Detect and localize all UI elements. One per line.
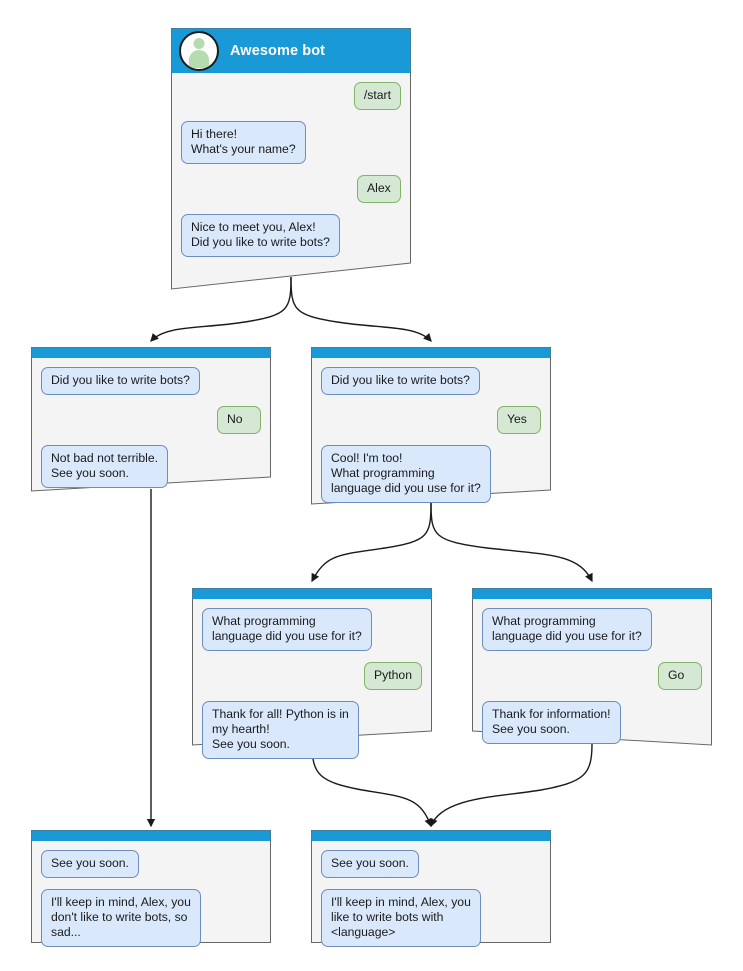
- message-row: Did you like to write bots?: [321, 367, 541, 395]
- bot-message-bubble: See you soon.: [41, 850, 139, 878]
- bot-message-bubble: What programming language did you use fo…: [202, 608, 372, 651]
- message-row: What programming language did you use fo…: [482, 608, 702, 651]
- bot-message-bubble: Hi there! What's your name?: [181, 121, 306, 164]
- message-row: I'll keep in mind, Alex, you don't like …: [41, 889, 261, 947]
- bot-message-bubble: I'll keep in mind, Alex, you don't like …: [41, 889, 201, 947]
- edge-yes-to-go: [430, 502, 593, 583]
- user-message-bubble[interactable]: No: [217, 406, 261, 434]
- edge-go-to-end-happy: [429, 743, 593, 828]
- message-row: Cool! I'm too! What programming language…: [321, 445, 541, 503]
- message-row: Python: [202, 662, 422, 690]
- node-answer-no[interactable]: Did you like to write bots? No Not bad n…: [31, 347, 271, 492]
- chat-transcript-language-go: What programming language did you use fo…: [472, 599, 712, 754]
- message-row: Go: [482, 662, 702, 690]
- bot-message-bubble: Not bad not terrible. See you soon.: [41, 445, 169, 488]
- bot-message-bubble: See you soon.: [321, 850, 419, 878]
- message-row: No: [41, 406, 261, 434]
- edge-yes-to-python: [311, 502, 432, 583]
- bot-message-bubble: Did you like to write bots?: [41, 367, 200, 395]
- chat-transcript-end-happy: See you soon. I'll keep in mind, Alex, y…: [311, 841, 551, 957]
- user-message-bubble[interactable]: /start: [353, 82, 401, 110]
- message-row: Hi there! What's your name?: [181, 121, 401, 164]
- message-row: Thank for all! Python is in my hearth! S…: [202, 701, 422, 759]
- bot-message-bubble: I'll keep in mind, Alex, you like to wri…: [321, 889, 481, 947]
- bot-message-bubble: Thank for all! Python is in my hearth! S…: [202, 701, 359, 759]
- chat-transcript-end-sad: See you soon. I'll keep in mind, Alex, y…: [31, 841, 271, 957]
- bot-message-bubble: Thank for information! See you soon.: [482, 701, 621, 744]
- message-row: I'll keep in mind, Alex, you like to wri…: [321, 889, 541, 947]
- person-avatar-icon: [179, 30, 219, 71]
- node-header-bar: [192, 588, 432, 599]
- message-row: See you soon.: [321, 850, 541, 878]
- user-message-bubble[interactable]: Yes: [497, 406, 541, 434]
- node-header-bar: [472, 588, 712, 599]
- chat-transcript-start: /start Hi there! What's your name? Alex …: [171, 73, 411, 267]
- node-language-go[interactable]: What programming language did you use fo…: [472, 588, 712, 746]
- user-message-bubble[interactable]: Python: [364, 662, 422, 690]
- node-end-happy[interactable]: See you soon. I'll keep in mind, Alex, y…: [311, 830, 551, 947]
- bot-message-bubble: Did you like to write bots?: [321, 367, 480, 395]
- message-row: Nice to meet you, Alex! Did you like to …: [181, 214, 401, 257]
- node-header-bar: [31, 830, 271, 841]
- node-header-bar: [311, 347, 551, 358]
- bot-header: Awesome bot: [171, 28, 411, 73]
- message-row: Yes: [321, 406, 541, 434]
- node-answer-yes[interactable]: Did you like to write bots? Yes Cool! I'…: [311, 347, 551, 505]
- message-row: Alex: [181, 175, 401, 203]
- message-row: Did you like to write bots?: [41, 367, 261, 395]
- chat-transcript-language-python: What programming language did you use fo…: [192, 599, 432, 769]
- message-row: See you soon.: [41, 850, 261, 878]
- node-language-python[interactable]: What programming language did you use fo…: [192, 588, 432, 759]
- user-message-bubble[interactable]: Go: [658, 662, 702, 690]
- bot-message-bubble: Cool! I'm too! What programming language…: [321, 445, 491, 503]
- node-header-bar: [31, 347, 271, 358]
- message-row: Not bad not terrible. See you soon.: [41, 445, 261, 488]
- bot-message-bubble: Nice to meet you, Alex! Did you like to …: [181, 214, 340, 257]
- bot-name-label: Awesome bot: [230, 42, 326, 59]
- node-start[interactable]: Awesome bot /start Hi there! What's your…: [171, 28, 411, 290]
- chat-transcript-answer-no: Did you like to write bots? No Not bad n…: [31, 358, 271, 498]
- message-row: Thank for information! See you soon.: [482, 701, 702, 744]
- chat-transcript-answer-yes: Did you like to write bots? Yes Cool! I'…: [311, 358, 551, 513]
- bot-message-bubble: What programming language did you use fo…: [482, 608, 652, 651]
- message-row: What programming language did you use fo…: [202, 608, 422, 651]
- node-end-sad[interactable]: See you soon. I'll keep in mind, Alex, y…: [31, 830, 271, 947]
- node-header-bar: [311, 830, 551, 841]
- user-message-bubble[interactable]: Alex: [357, 175, 401, 203]
- message-row: /start: [181, 82, 401, 110]
